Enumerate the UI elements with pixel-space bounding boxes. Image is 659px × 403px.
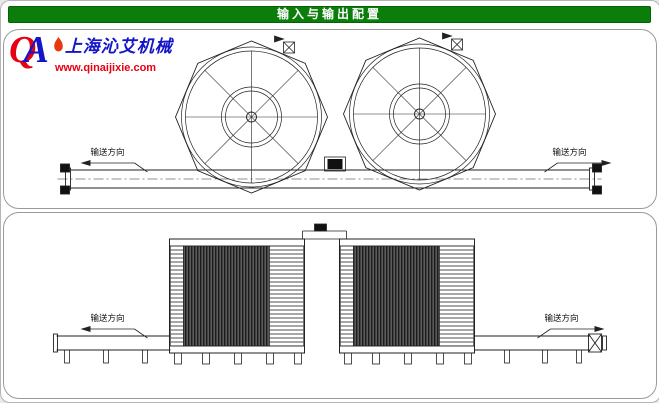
logo: Q A 上海沁艾机械 www.qinaijixie.com — [9, 31, 173, 74]
direction-label: 输送方向 — [91, 147, 125, 157]
spiral-tower-elevation-left — [169, 238, 305, 365]
flag-marker-right — [442, 32, 463, 51]
page-title: 输入与输出配置 — [276, 7, 382, 21]
spiral-tower-plan-left — [175, 40, 328, 194]
direction-label: 输送方向 — [545, 313, 579, 323]
conveyor-elevation-right — [474, 333, 607, 364]
spiral-tower-plan-right — [343, 37, 496, 191]
direction-callout-bottom-left: 输送方向 — [80, 313, 148, 339]
flag-marker-left — [274, 35, 295, 54]
logo-company-name: 上海沁艾机械 — [64, 37, 173, 56]
direction-callout-top-right: 输送方向 — [544, 147, 612, 173]
flame-icon — [54, 37, 63, 52]
direction-callout-top-left: 输送方向 — [80, 147, 148, 173]
top-view-drawing: 输送方向 输送方向 — [57, 32, 612, 195]
spiral-tower-elevation-right — [339, 238, 475, 365]
logo-letter-a: A — [23, 29, 49, 71]
conveyor-plan-left — [60, 163, 344, 195]
top-view-panel: 输送方向 输送方向 — [3, 29, 657, 209]
front-view-drawing: 输送方向 输送方向 — [53, 223, 607, 365]
direction-label: 输送方向 — [91, 313, 125, 323]
direction-label: 输送方向 — [553, 147, 587, 157]
conveyor-elevation-left — [53, 333, 171, 364]
logo-url: www.qinaijixie.com — [55, 62, 157, 74]
direction-callout-bottom-right: 输送方向 — [537, 313, 605, 339]
front-view-panel: 输送方向 输送方向 — [3, 212, 657, 399]
drive-motor-plan — [324, 156, 346, 172]
title-bar: 输入与输出配置 — [8, 6, 651, 23]
transfer-conveyor-bridge — [302, 223, 347, 240]
logo-letter-q: Q — [9, 29, 37, 71]
